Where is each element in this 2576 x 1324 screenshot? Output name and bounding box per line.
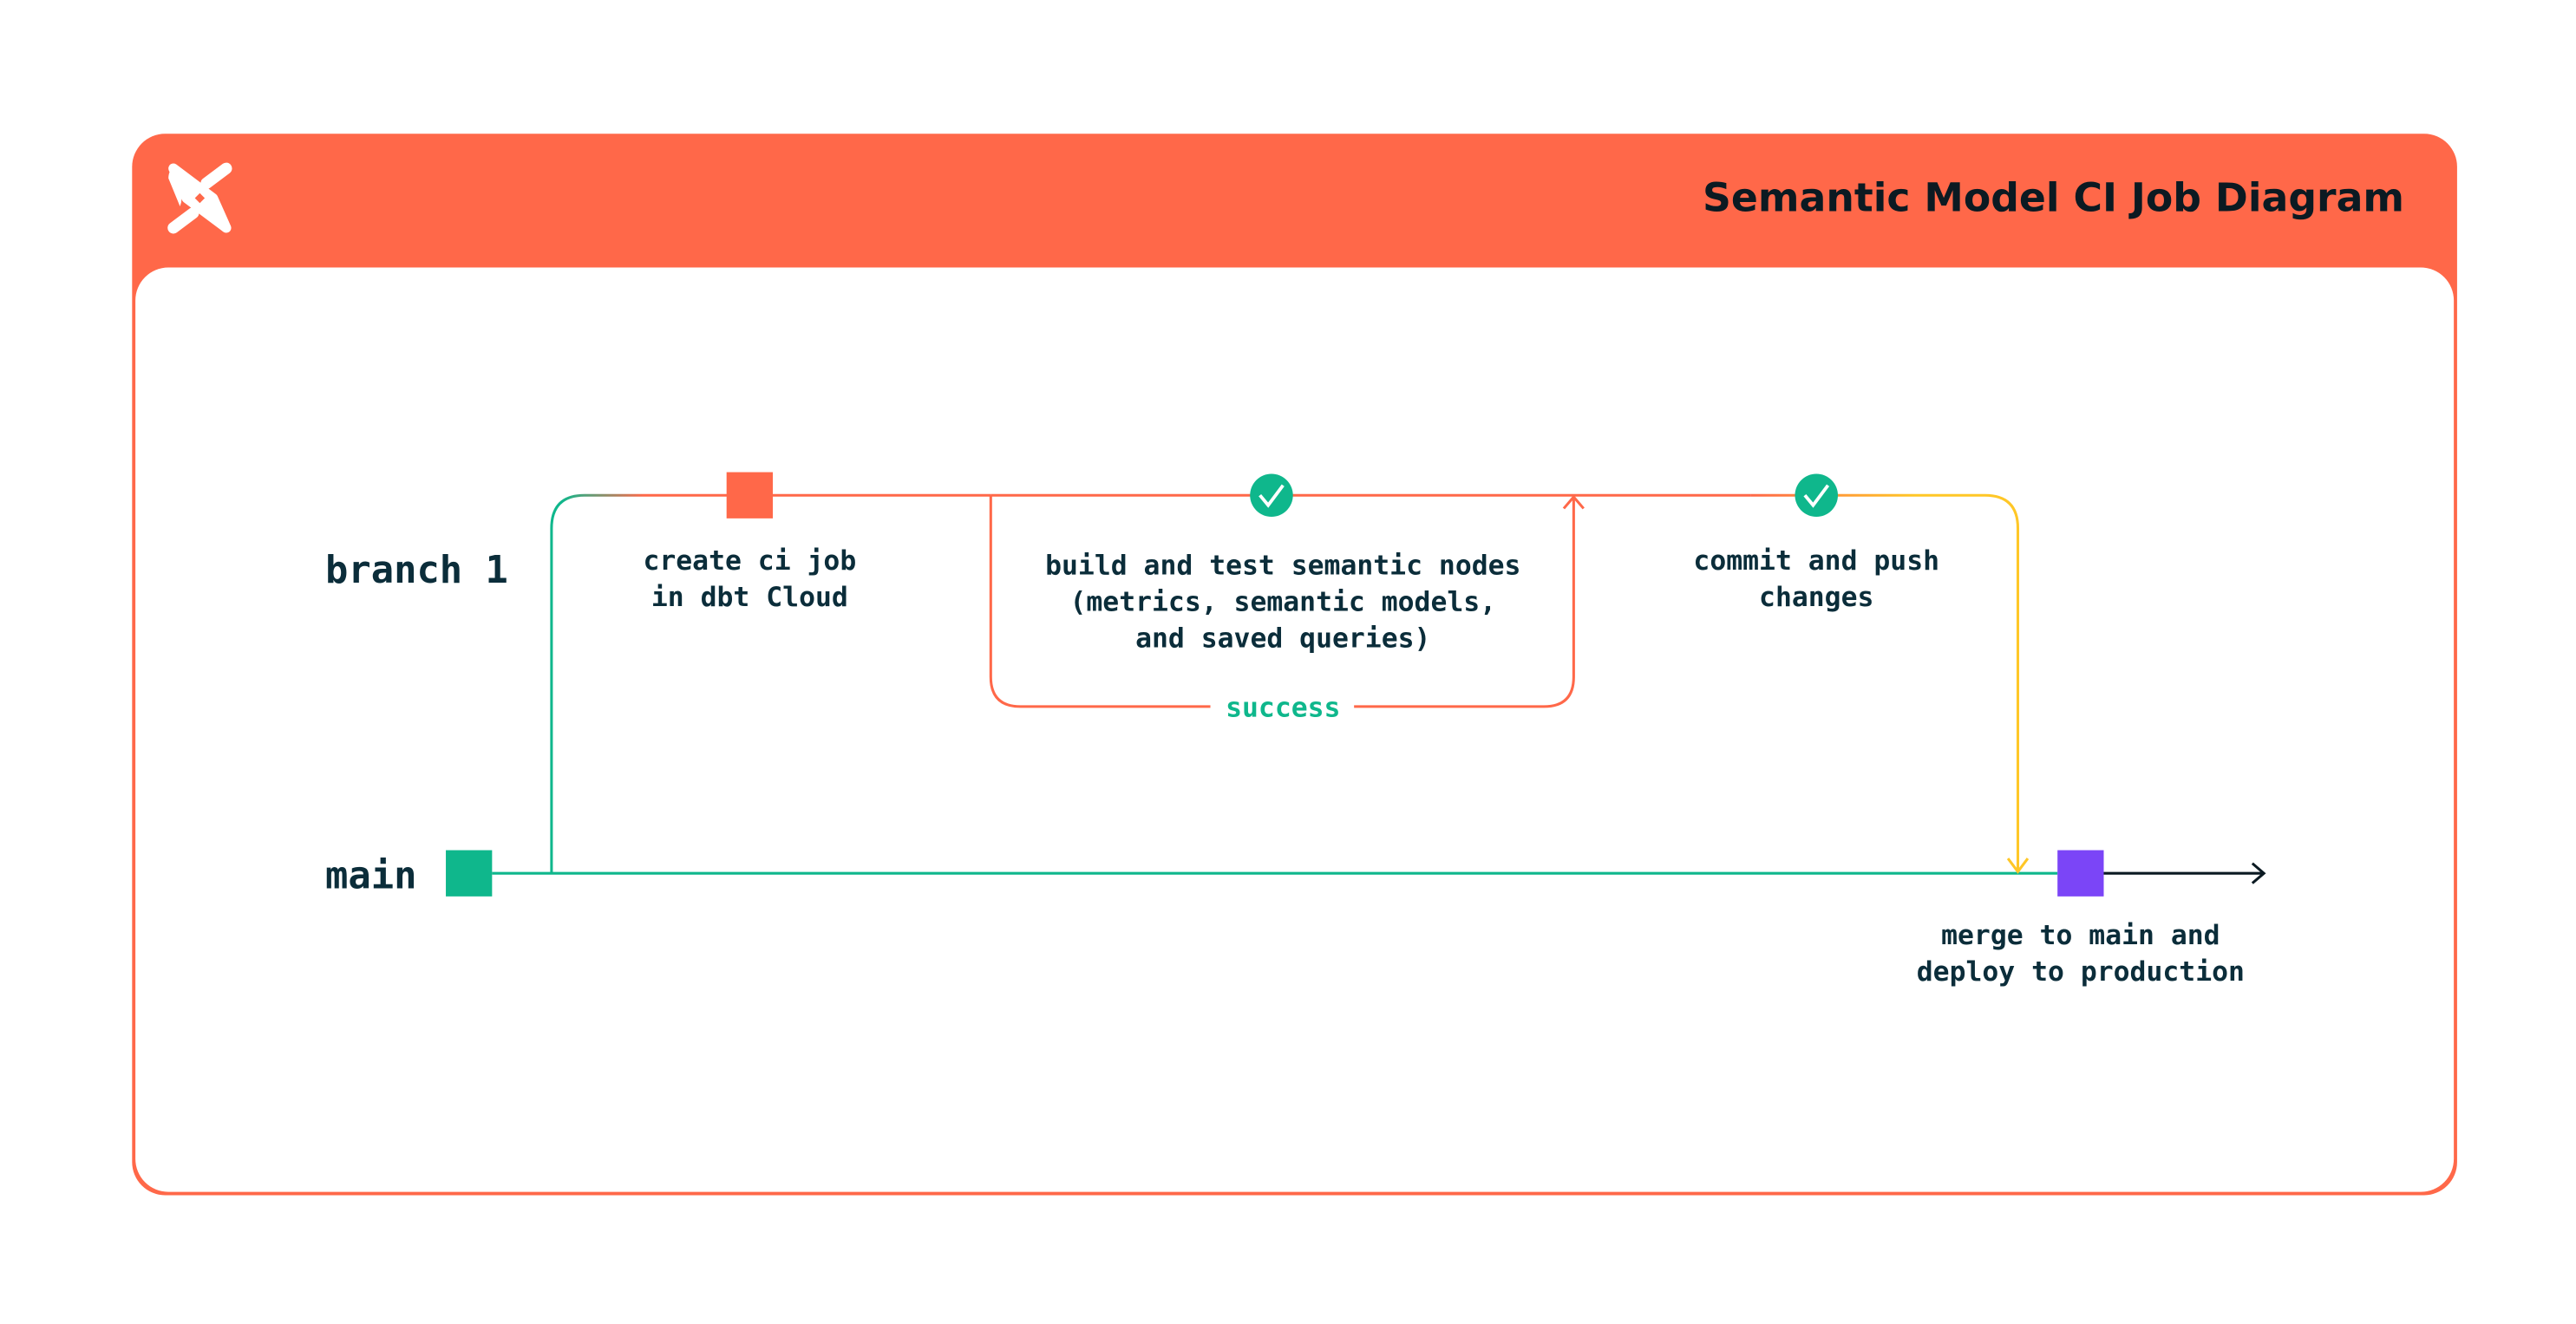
merge-node: [2057, 850, 2104, 897]
label-line: build and test semantic nodes: [1045, 551, 1520, 582]
main-node: [446, 850, 493, 897]
success-label: success: [1226, 692, 1340, 723]
diagram-title: Semantic Model CI Job Diagram: [1703, 175, 2404, 221]
label-line: merge to main and: [1941, 920, 2220, 951]
check-icon: [1795, 473, 1838, 517]
ci-loop-line: [989, 495, 1575, 708]
label-line: commit and push: [1693, 545, 1939, 577]
branch-off-line: [550, 493, 991, 874]
lane-label-branch: branch 1: [325, 548, 508, 592]
card: [132, 134, 2457, 1196]
label-line: deploy to production: [1917, 956, 2245, 988]
lane-label-main: main: [325, 853, 416, 897]
commit-label: commit and push changes: [1693, 545, 1939, 613]
branch-merge-line: [1750, 493, 2020, 871]
check-icon: [1250, 473, 1293, 517]
label-line: create ci job: [643, 545, 856, 577]
merge-arrow-icon: [2006, 858, 2030, 874]
label-line: changes: [1759, 582, 1873, 613]
label-line: and saved queries): [1135, 623, 1430, 654]
deploy-arrow: [2103, 862, 2266, 884]
loop-arrow-icon: [1562, 494, 1585, 510]
label-line: (metrics, semantic models,: [1069, 586, 1496, 617]
create-ci-job-node: [726, 472, 773, 519]
label-line: in dbt Cloud: [651, 582, 848, 613]
build-label: build and test semantic nodes (metrics, …: [1045, 551, 1520, 655]
merge-label: merge to main and deploy to production: [1917, 920, 2245, 988]
create-label: create ci job in dbt Cloud: [643, 545, 856, 613]
dbt-logo-icon: [167, 162, 232, 234]
